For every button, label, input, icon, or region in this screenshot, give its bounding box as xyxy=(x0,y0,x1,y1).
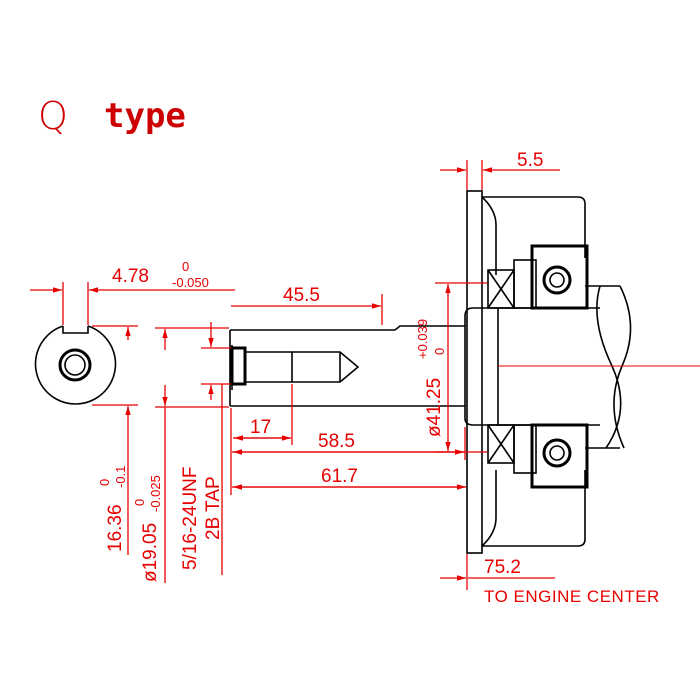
key-height-tol-lower: -0.1 xyxy=(113,466,128,488)
thread-spec-dimension: 5/16-24UNF 2B TAP xyxy=(180,322,231,575)
bearing-dia-value: ø41.25 xyxy=(424,378,445,437)
title-word: type xyxy=(104,96,186,136)
keyway-width-dimension: 4.78 0 -0.050 xyxy=(30,259,235,325)
title-letter: Q xyxy=(38,94,68,138)
shaft-dia-tol-upper: 0 xyxy=(132,499,147,506)
shaft-side-view xyxy=(229,325,465,407)
key-height-dimension: 16.36 0 -0.1 xyxy=(92,325,138,555)
flange-thickness-dimension: 5.5 xyxy=(440,150,560,190)
length-45-value: 45.5 xyxy=(283,285,320,306)
keyway-width-tol-upper: 0 xyxy=(182,259,189,274)
key-height-tol-upper: 0 xyxy=(97,479,112,486)
engine-center-note: TO ENGINE CENTER xyxy=(484,587,660,606)
keyway-width-value: 4.78 xyxy=(112,266,149,287)
shaft-dia-value: ø19.05 xyxy=(140,523,161,582)
key-height-value: 16.36 xyxy=(105,504,126,552)
length-45-dimension: 45.5 xyxy=(231,285,383,325)
bearing-housing xyxy=(464,190,700,554)
length-58-value: 58.5 xyxy=(318,431,355,452)
engine-center-dimension: 75.2 TO ENGINE CENTER xyxy=(440,554,660,606)
bearing-dia-tol-upper: +0.039 xyxy=(415,319,430,359)
tap-depth-dimension: 17 xyxy=(233,384,293,445)
engine-center-value: 75.2 xyxy=(484,557,521,578)
keyway-width-tol-lower: -0.050 xyxy=(172,275,209,290)
length-58-dimension: 58.5 xyxy=(230,408,466,495)
tap-depth-value: 17 xyxy=(250,417,271,438)
flange-thickness-value: 5.5 xyxy=(517,150,543,171)
length-61-dimension: 61.7 xyxy=(232,466,466,490)
length-61-value: 61.7 xyxy=(321,466,358,487)
shaft-dia-tol-lower: -0.025 xyxy=(148,475,163,512)
shaft-end-view xyxy=(34,325,117,405)
shaft-dia-dimension: ø19.05 0 -0.025 xyxy=(132,327,229,583)
thread-note-value: 2B TAP xyxy=(203,476,224,540)
bearing-dia-dimension: ø41.25 +0.039 0 xyxy=(415,282,487,453)
thread-spec-value: 5/16-24UNF xyxy=(180,467,201,571)
bearing-dia-tol-lower: 0 xyxy=(432,348,447,355)
